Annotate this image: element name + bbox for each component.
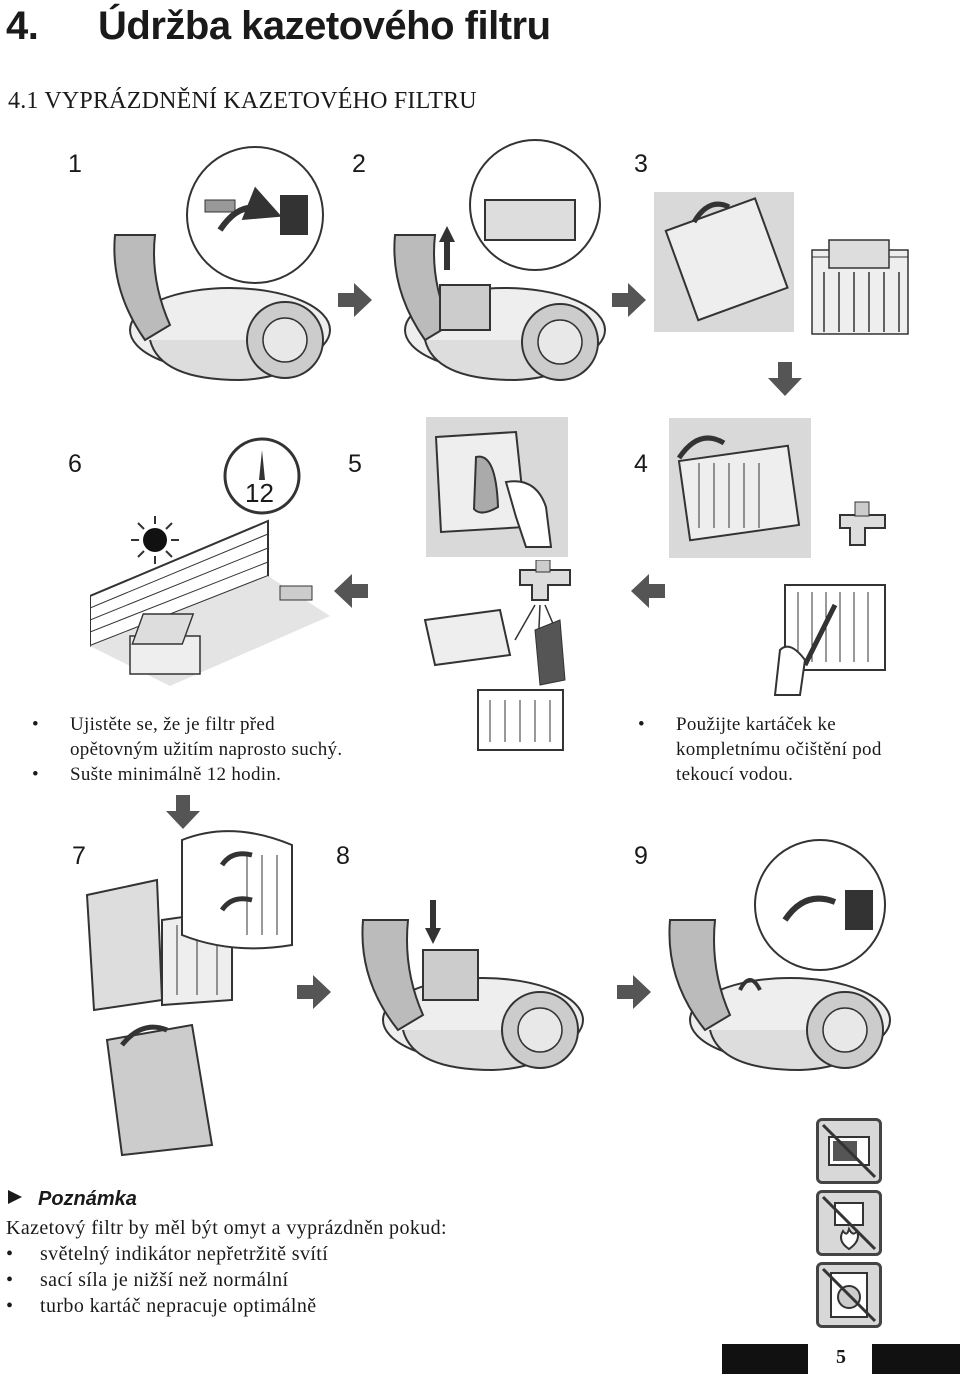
step4-brushing-illustration — [760, 500, 900, 700]
step-number-5: 5 — [348, 450, 362, 478]
chapter-title: 4. Údržba kazetového filtru — [6, 4, 551, 49]
arrow-down-icon — [166, 795, 200, 834]
step-number-7: 7 — [72, 842, 86, 870]
footer-bar-right — [872, 1344, 960, 1374]
section-title: 4.1 VYPRÁZDNĚNÍ KAZETOVÉHO FILTRU — [8, 88, 477, 114]
step4-illustration — [669, 418, 811, 558]
triangle-bullet-icon — [8, 1190, 22, 1204]
step1-illustration — [100, 140, 340, 390]
note-body: Kazetový filtr by měl být omyt a vyprázd… — [6, 1215, 447, 1319]
step-number-2: 2 — [352, 150, 366, 178]
step-number-8: 8 — [336, 842, 350, 870]
step2-illustration — [385, 130, 615, 390]
footer-bar-left — [722, 1344, 808, 1374]
step8-illustration — [358, 890, 593, 1080]
step-number-3: 3 — [634, 150, 648, 178]
chapter-title-text: Údržba kazetového filtru — [98, 4, 551, 48]
dry-instructions: • Ujistěte se, že je filtr před opětovný… — [30, 712, 430, 787]
step5-illustration — [426, 417, 568, 557]
bullet-item: • Použijte kartáček ke kompletnímu očišt… — [638, 714, 882, 785]
note-heading: Poznámka — [8, 1188, 137, 1211]
arrow-right-icon — [338, 283, 372, 322]
clock-label: 12 — [245, 478, 274, 508]
arrow-right-icon — [297, 975, 331, 1014]
step9-illustration — [660, 830, 900, 1080]
step6-illustration — [90, 436, 335, 696]
note-intro: Kazetový filtr by měl být omyt a vyprázd… — [6, 1217, 448, 1239]
bullet-item: • Sušte minimálně 12 hodin. — [32, 764, 282, 785]
note-item: •turbo kartáč nepracuje optimálně — [6, 1295, 317, 1317]
bullet-item: • Ujistěte se, že je filtr před opětovný… — [32, 714, 343, 760]
note-title: Poznámka — [38, 1188, 137, 1210]
washing-machine-prohibited-icon — [816, 1262, 882, 1328]
page-number: 5 — [836, 1346, 846, 1368]
arrow-left-icon — [631, 574, 665, 613]
step-number-4: 4 — [634, 450, 648, 478]
fire-prohibited-icon — [816, 1190, 882, 1256]
arrow-right-icon — [617, 975, 651, 1014]
step5-washing-illustration — [420, 560, 610, 755]
step-number-6: 6 — [68, 450, 82, 478]
arrow-right-icon — [612, 283, 646, 322]
brush-instructions: • Použijte kartáček ke kompletnímu očišt… — [636, 712, 956, 787]
microwave-prohibited-icon — [816, 1118, 882, 1184]
note-item: •světelný indikátor nepřetržitě svítí — [6, 1243, 329, 1265]
note-item: •sací síla je nižší než normální — [6, 1269, 289, 1291]
arrow-down-icon — [768, 362, 802, 401]
chapter-number: 4. — [6, 4, 39, 48]
arrow-left-icon — [334, 574, 368, 613]
step3-illustration — [654, 192, 924, 342]
step7-illustration — [82, 825, 297, 1165]
step-number-1: 1 — [68, 150, 82, 178]
step-number-9: 9 — [634, 842, 648, 870]
